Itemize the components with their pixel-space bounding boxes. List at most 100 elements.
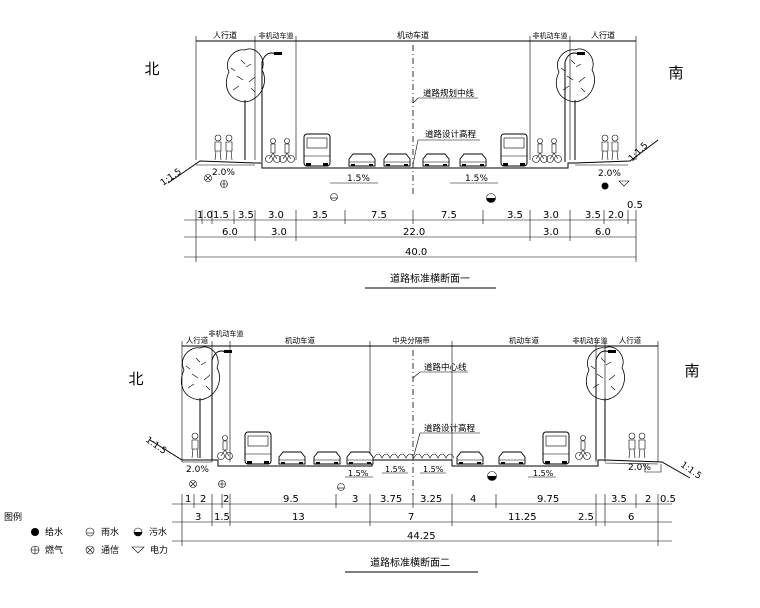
dim-total: 44.25	[407, 531, 436, 542]
dim-value: 6.0	[595, 227, 611, 238]
zone-label: 非机动车道	[533, 31, 568, 40]
dim-value: 3.0	[268, 210, 284, 221]
dim-value: 2	[645, 494, 651, 505]
callout-centerline: 道路规划中线	[423, 88, 475, 99]
section-title: 道路标准横断面二	[370, 556, 450, 569]
zone-label: 机动车道	[509, 335, 539, 345]
slope-road: 1.5%	[423, 465, 444, 474]
utility-symbols	[189, 471, 497, 491]
dim-value: 6.0	[222, 227, 238, 238]
dim-value: 1.5	[213, 210, 229, 221]
dimension-row-2: 3 1.5 13 7 11.25 2.5 6	[195, 512, 634, 523]
side-slope-left: 1:1.5	[159, 167, 184, 188]
dim-value: 1	[185, 494, 191, 505]
median-shrubs	[373, 453, 455, 459]
legend-label: 通信	[101, 544, 119, 556]
section-one: 人行道 非机动车道 机动车道 非机动车道 人行道 北 南 道路规划中线 道	[144, 30, 684, 289]
dim-value: 4	[470, 494, 476, 505]
zone-label: 人行道	[619, 335, 642, 345]
zone-label: 机动车道	[397, 30, 429, 40]
dim-value: 6	[628, 512, 634, 523]
south-label: 南	[684, 362, 699, 380]
slope-road-left: 1.5%	[347, 174, 370, 184]
dimension-row-2: 6.0 3.0 22.0 3.0 6.0	[222, 227, 611, 238]
zone-label: 非机动车道	[259, 31, 294, 40]
section-two: 人行道 非机动车道 机动车道 中央分隔带 机动车道 非机动车道 人行道 北 南	[128, 329, 703, 573]
dim-value: 7.5	[441, 210, 457, 221]
dim-value: 3.75	[380, 494, 402, 505]
callout-design-grade: 道路设计高程	[425, 129, 477, 140]
zone-label: 人行道	[186, 335, 209, 345]
dim-value: 7.5	[371, 210, 387, 221]
zone-label: 人行道	[591, 30, 615, 40]
legend-label: 雨水	[101, 526, 119, 538]
zone-label: 人行道	[213, 30, 237, 40]
callout-centerline: 道路中心线	[424, 362, 467, 373]
side-slope-right: 1:1.5	[678, 460, 703, 481]
dim-value: 13	[292, 512, 305, 523]
dim-value: 3.5	[611, 494, 627, 505]
dim-value: 2.5	[578, 512, 594, 523]
dim-total: 40.0	[405, 247, 427, 258]
slope-walk-right: 2.0%	[598, 169, 621, 179]
road-profile	[167, 139, 659, 184]
dimension-row-1: 1.0 1.5 3.5 3.0 3.5 7.5 7.5 3.5 3.0 3.5 …	[197, 200, 643, 221]
zone-label: 非机动车道	[209, 329, 244, 338]
slope-walk-right: 2.0%	[628, 463, 651, 473]
slope-walk-left: 2.0%	[212, 168, 235, 178]
gas-icon	[30, 545, 40, 555]
power-icon	[131, 546, 145, 554]
zone-label: 机动车道	[285, 335, 315, 345]
side-slope-left: 1:1.5	[143, 435, 168, 456]
slope-road-right: 1.5%	[465, 174, 488, 184]
dim-value: 3.25	[420, 494, 442, 505]
dim-value: 3.5	[585, 210, 601, 221]
south-label: 南	[668, 64, 683, 82]
north-label: 北	[144, 60, 159, 78]
slope-road: 1.5%	[348, 469, 369, 478]
north-label: 北	[128, 370, 143, 388]
dim-value: 3.0	[543, 210, 559, 221]
dim-value: 3	[352, 494, 358, 505]
dim-value: 22.0	[403, 227, 425, 238]
dim-value: 3.0	[543, 227, 559, 238]
dim-value: 1.5	[214, 512, 230, 523]
dim-value: 9.75	[537, 494, 559, 505]
zone-label: 中央分隔带	[392, 335, 430, 345]
slope-road: 1.5%	[533, 469, 554, 478]
dim-value: 2	[223, 494, 229, 505]
legend: 图例 给水 雨水 污水 燃气 通信 电力	[4, 511, 168, 556]
legend-title: 图例	[4, 511, 22, 523]
section-title: 道路标准横断面一	[390, 272, 470, 285]
dim-value: 11.25	[508, 512, 537, 523]
dim-value: 3.5	[312, 210, 328, 221]
dim-value: 7	[408, 512, 414, 523]
dim-value: 3.0	[271, 227, 287, 238]
legend-label: 燃气	[45, 544, 63, 556]
legend-label: 污水	[149, 526, 167, 538]
dim-value: 1.0	[197, 210, 213, 221]
legend-label: 给水	[45, 526, 63, 538]
dim-value: 9.5	[283, 494, 299, 505]
callout-design-grade: 道路设计高程	[424, 423, 476, 434]
dim-value: 3.5	[238, 210, 254, 221]
rainwater-icon	[85, 527, 95, 537]
slope-walk-left: 2.0%	[186, 465, 209, 475]
telecom-icon	[85, 545, 95, 555]
utility-symbols	[204, 174, 630, 203]
dim-value: 0.5	[627, 200, 643, 211]
water-supply-icon	[31, 528, 39, 536]
dim-value: 0.5	[660, 494, 676, 505]
slope-road: 1.5%	[385, 465, 406, 474]
dimension-row-1: 1 2 2 9.5 3 3.75 3.25 4 9.75 3.5 2 0.5	[185, 494, 676, 505]
dim-value: 3	[195, 512, 201, 523]
road-profile	[149, 439, 691, 479]
zone-label: 非机动车道	[573, 336, 608, 345]
dim-value: 2	[200, 494, 206, 505]
sewage-icon	[133, 527, 143, 537]
side-slope-right: 1:1.5	[627, 141, 650, 164]
legend-label: 电力	[150, 544, 168, 556]
dim-value: 2.0	[608, 210, 624, 221]
dim-value: 3.5	[507, 210, 523, 221]
